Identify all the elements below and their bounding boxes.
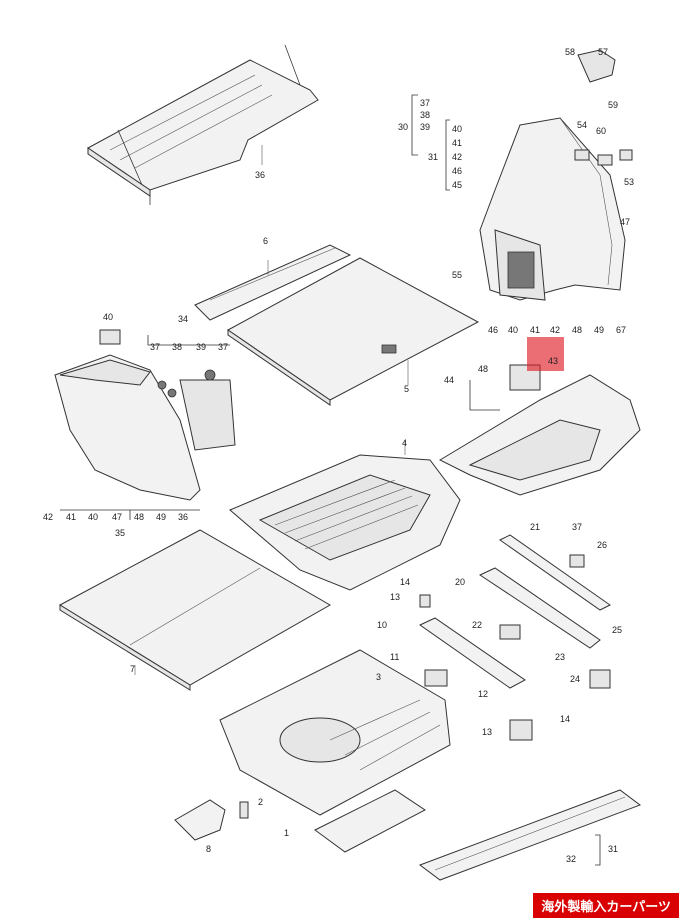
label-53: 53 (624, 177, 634, 187)
label-45: 45 (452, 180, 462, 190)
label-25: 25 (612, 625, 622, 635)
label-37: 37 (218, 342, 228, 352)
label-21: 21 (530, 522, 540, 532)
label-42: 42 (43, 512, 53, 522)
right-side-trim-panel (479, 49, 633, 301)
sill-trim-6 (194, 244, 352, 321)
label-12: 12 (478, 689, 488, 699)
left-side-trim-panel (54, 329, 236, 501)
label-14: 14 (560, 714, 570, 724)
label-49: 49 (594, 325, 604, 335)
label-40: 40 (103, 312, 113, 322)
label-57: 57 (598, 47, 608, 57)
label-43: 43 (548, 356, 558, 366)
label-26: 26 (597, 540, 607, 550)
small-bracket-8 (174, 799, 249, 841)
label-14: 14 (400, 577, 410, 587)
rails-assembly (419, 534, 611, 741)
label-49: 49 (156, 512, 166, 522)
label-23: 23 (555, 652, 565, 662)
label-30: 30 (398, 122, 408, 132)
label-7: 7 (130, 664, 135, 674)
label-32: 32 (566, 854, 576, 864)
label-41: 41 (66, 512, 76, 522)
watermark-badge: 海外製輸入カーパーツ (533, 893, 679, 918)
label-4: 4 (402, 438, 407, 448)
label-10: 10 (377, 620, 387, 630)
label-39: 39 (420, 122, 430, 132)
label-46: 46 (452, 166, 462, 176)
label-54: 54 (577, 120, 587, 130)
floor-cover-5 (227, 257, 480, 406)
label-42: 42 (452, 152, 462, 162)
callout-labels: 58 57 59 37 38 39 30 40 41 31 42 46 45 5… (43, 47, 634, 864)
label-3: 3 (376, 672, 381, 682)
floor-mat-7 (58, 529, 332, 691)
label-22: 22 (472, 620, 482, 630)
label-44: 44 (444, 375, 454, 385)
label-47: 47 (112, 512, 122, 522)
label-6: 6 (263, 236, 268, 246)
label-34: 34 (178, 314, 188, 324)
label-48: 48 (572, 325, 582, 335)
label-36: 36 (178, 512, 188, 522)
label-46: 46 (488, 325, 498, 335)
cover-1 (314, 789, 426, 853)
label-47: 47 (620, 217, 630, 227)
label-36: 36 (255, 170, 265, 180)
label-59: 59 (608, 100, 618, 110)
label-60: 60 (596, 126, 606, 136)
label-58: 58 (565, 47, 575, 57)
label-67: 67 (616, 325, 626, 335)
label-38: 38 (172, 342, 182, 352)
label-38: 38 (420, 110, 430, 120)
parcel-shelf (87, 44, 319, 205)
label-41: 41 (452, 138, 462, 148)
label-8: 8 (206, 844, 211, 854)
label-5: 5 (404, 384, 409, 394)
label-42: 42 (550, 325, 560, 335)
label-37: 37 (150, 342, 160, 352)
label-31: 31 (608, 844, 618, 854)
label-55: 55 (452, 270, 462, 280)
label-41: 41 (530, 325, 540, 335)
label-24: 24 (570, 674, 580, 684)
label-2: 2 (258, 797, 263, 807)
label-13: 13 (390, 592, 400, 602)
label-48: 48 (134, 512, 144, 522)
label-39: 39 (196, 342, 206, 352)
scuff-plate-31 (418, 789, 642, 881)
highlight-box (527, 337, 564, 371)
label-37: 37 (420, 98, 430, 108)
luggage-tray-4 (229, 454, 461, 591)
label-40: 40 (452, 124, 462, 134)
label-40: 40 (88, 512, 98, 522)
label-13: 13 (482, 727, 492, 737)
label-40: 40 (508, 325, 518, 335)
label-20: 20 (455, 577, 465, 587)
label-35: 35 (115, 528, 125, 538)
label-48: 48 (478, 364, 488, 374)
leader-lines (60, 94, 601, 866)
label-37: 37 (572, 522, 582, 532)
label-1: 1 (284, 828, 289, 838)
spare-wheel-well (219, 649, 451, 816)
label-31: 31 (428, 152, 438, 162)
label-11: 11 (390, 652, 399, 662)
